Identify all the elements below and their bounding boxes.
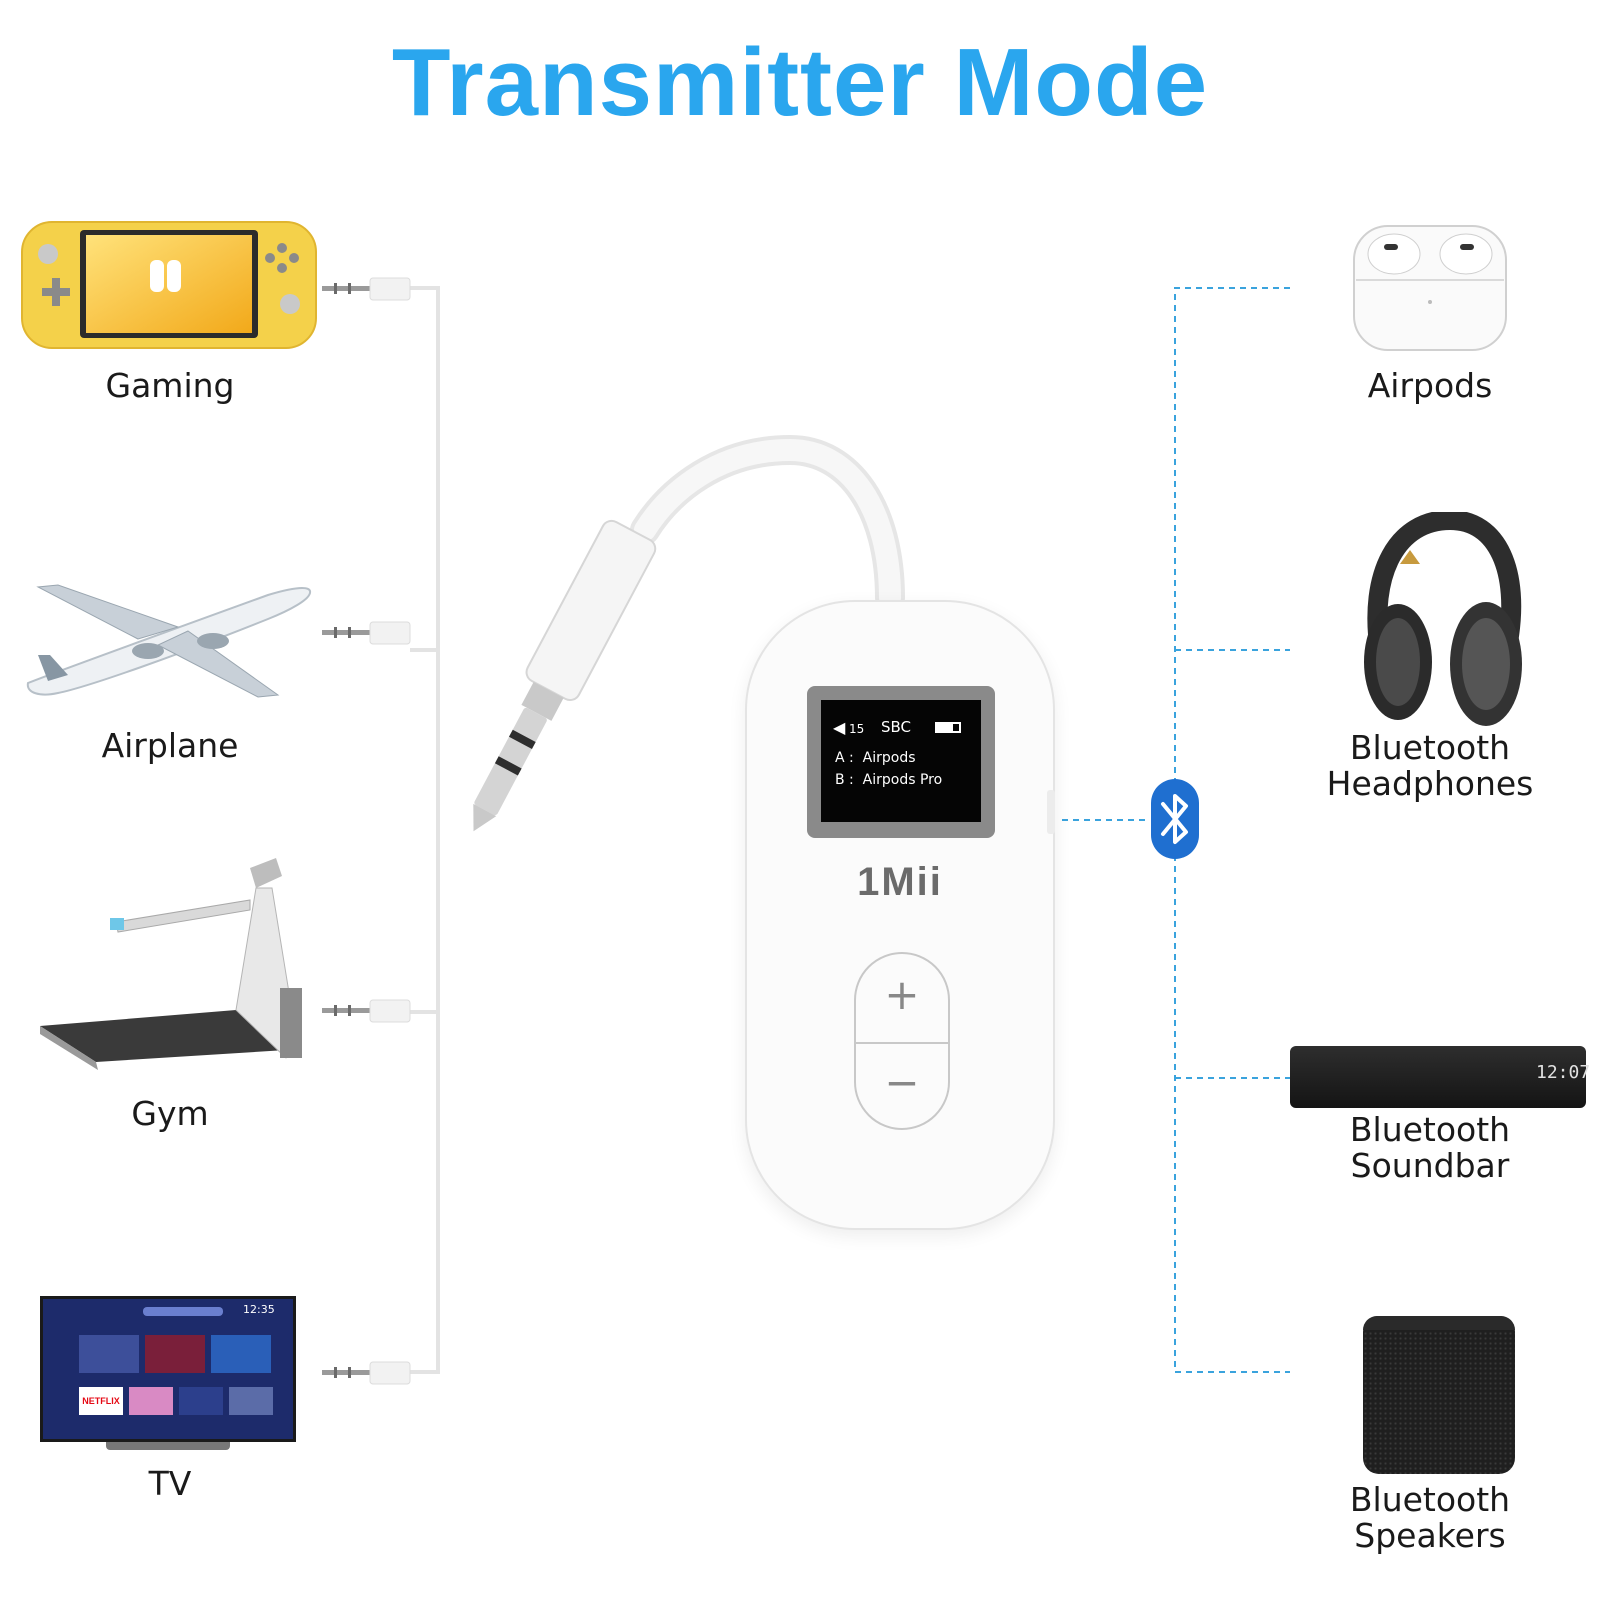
device-screen: ◀ 15 SBC A : Airpods B : Airpods Pro bbox=[821, 700, 981, 822]
output-label-line1: Bluetooth bbox=[1349, 1110, 1511, 1149]
output-label-airpods: Airpods bbox=[1300, 368, 1560, 404]
treadmill-icon bbox=[40, 858, 302, 1070]
audio-jack-icon bbox=[322, 1361, 411, 1385]
audio-jack-icon bbox=[322, 999, 411, 1023]
output-label-speakers: Bluetooth Speakers bbox=[1300, 1482, 1560, 1554]
audio-jack-icon bbox=[322, 277, 411, 301]
transmitter-device: ◀ 15 SBC A : Airpods B : Airpods Pro 1Mi… bbox=[745, 600, 1055, 1230]
volume-icon: ◀ bbox=[833, 718, 846, 737]
page-title: Transmitter Mode bbox=[391, 29, 1209, 136]
battery-icon bbox=[935, 722, 961, 733]
speaker-top bbox=[1363, 1316, 1515, 1330]
source-label-gym: Gym bbox=[131, 1094, 209, 1133]
earbuds-case-icon bbox=[1353, 225, 1507, 351]
volume-down-button[interactable]: − bbox=[884, 1058, 920, 1107]
soundbar-clock: 12:07 bbox=[1536, 1062, 1591, 1083]
volume-buttons: + − bbox=[854, 952, 950, 1130]
tv-tile bbox=[145, 1335, 205, 1373]
codec-label: SBC bbox=[881, 718, 912, 736]
output-label-soundbar: Bluetooth Soundbar bbox=[1300, 1112, 1560, 1184]
tv-tile bbox=[211, 1335, 271, 1373]
source-label-tv: TV bbox=[148, 1464, 192, 1503]
device-line-b: B : Airpods Pro bbox=[835, 772, 943, 788]
tv-tile bbox=[129, 1387, 173, 1415]
tv-tile bbox=[79, 1335, 139, 1373]
output-label-line1: Airpods bbox=[1367, 366, 1493, 405]
output-label-line2: Headphones bbox=[1326, 764, 1534, 803]
source-label-gaming: Gaming bbox=[105, 366, 235, 405]
airplane-icon bbox=[26, 584, 311, 698]
side-switch[interactable] bbox=[1047, 790, 1055, 834]
speaker-icon bbox=[1363, 1316, 1515, 1474]
volume-level: 15 bbox=[849, 722, 865, 736]
bluetooth-icon bbox=[1151, 779, 1199, 859]
tv-screen: 12:35 NETFLIX bbox=[40, 1296, 296, 1442]
output-label-line1: Bluetooth bbox=[1349, 728, 1511, 767]
audio-jack-icon bbox=[322, 621, 411, 645]
output-label-headphones: Bluetooth Headphones bbox=[1300, 730, 1560, 802]
button-divider bbox=[856, 1042, 948, 1044]
headphones-icon bbox=[1364, 512, 1522, 726]
volume-up-button[interactable]: + bbox=[884, 970, 920, 1019]
output-label-line2: Soundbar bbox=[1350, 1146, 1510, 1185]
output-label-line2: Speakers bbox=[1354, 1516, 1506, 1555]
source-label-airplane: Airplane bbox=[101, 726, 239, 765]
tv-tile bbox=[229, 1387, 273, 1415]
tv-clock: 12:35 bbox=[243, 1303, 275, 1316]
device-screen-bezel: ◀ 15 SBC A : Airpods B : Airpods Pro bbox=[807, 686, 995, 838]
brand-logo: 1Mii bbox=[857, 860, 943, 904]
device-line-a: A : Airpods bbox=[835, 750, 916, 766]
game-console-icon bbox=[21, 221, 317, 349]
tv-search-bar bbox=[143, 1307, 223, 1316]
netflix-tile: NETFLIX bbox=[79, 1387, 123, 1415]
tv-stand bbox=[106, 1442, 230, 1450]
output-label-line1: Bluetooth bbox=[1349, 1480, 1511, 1519]
aux-cable-icon bbox=[473, 434, 905, 832]
tv-icon: 12:35 NETFLIX bbox=[40, 1296, 296, 1452]
soundbar-icon: 12:07 bbox=[1290, 1046, 1590, 1108]
tv-tile bbox=[179, 1387, 223, 1415]
